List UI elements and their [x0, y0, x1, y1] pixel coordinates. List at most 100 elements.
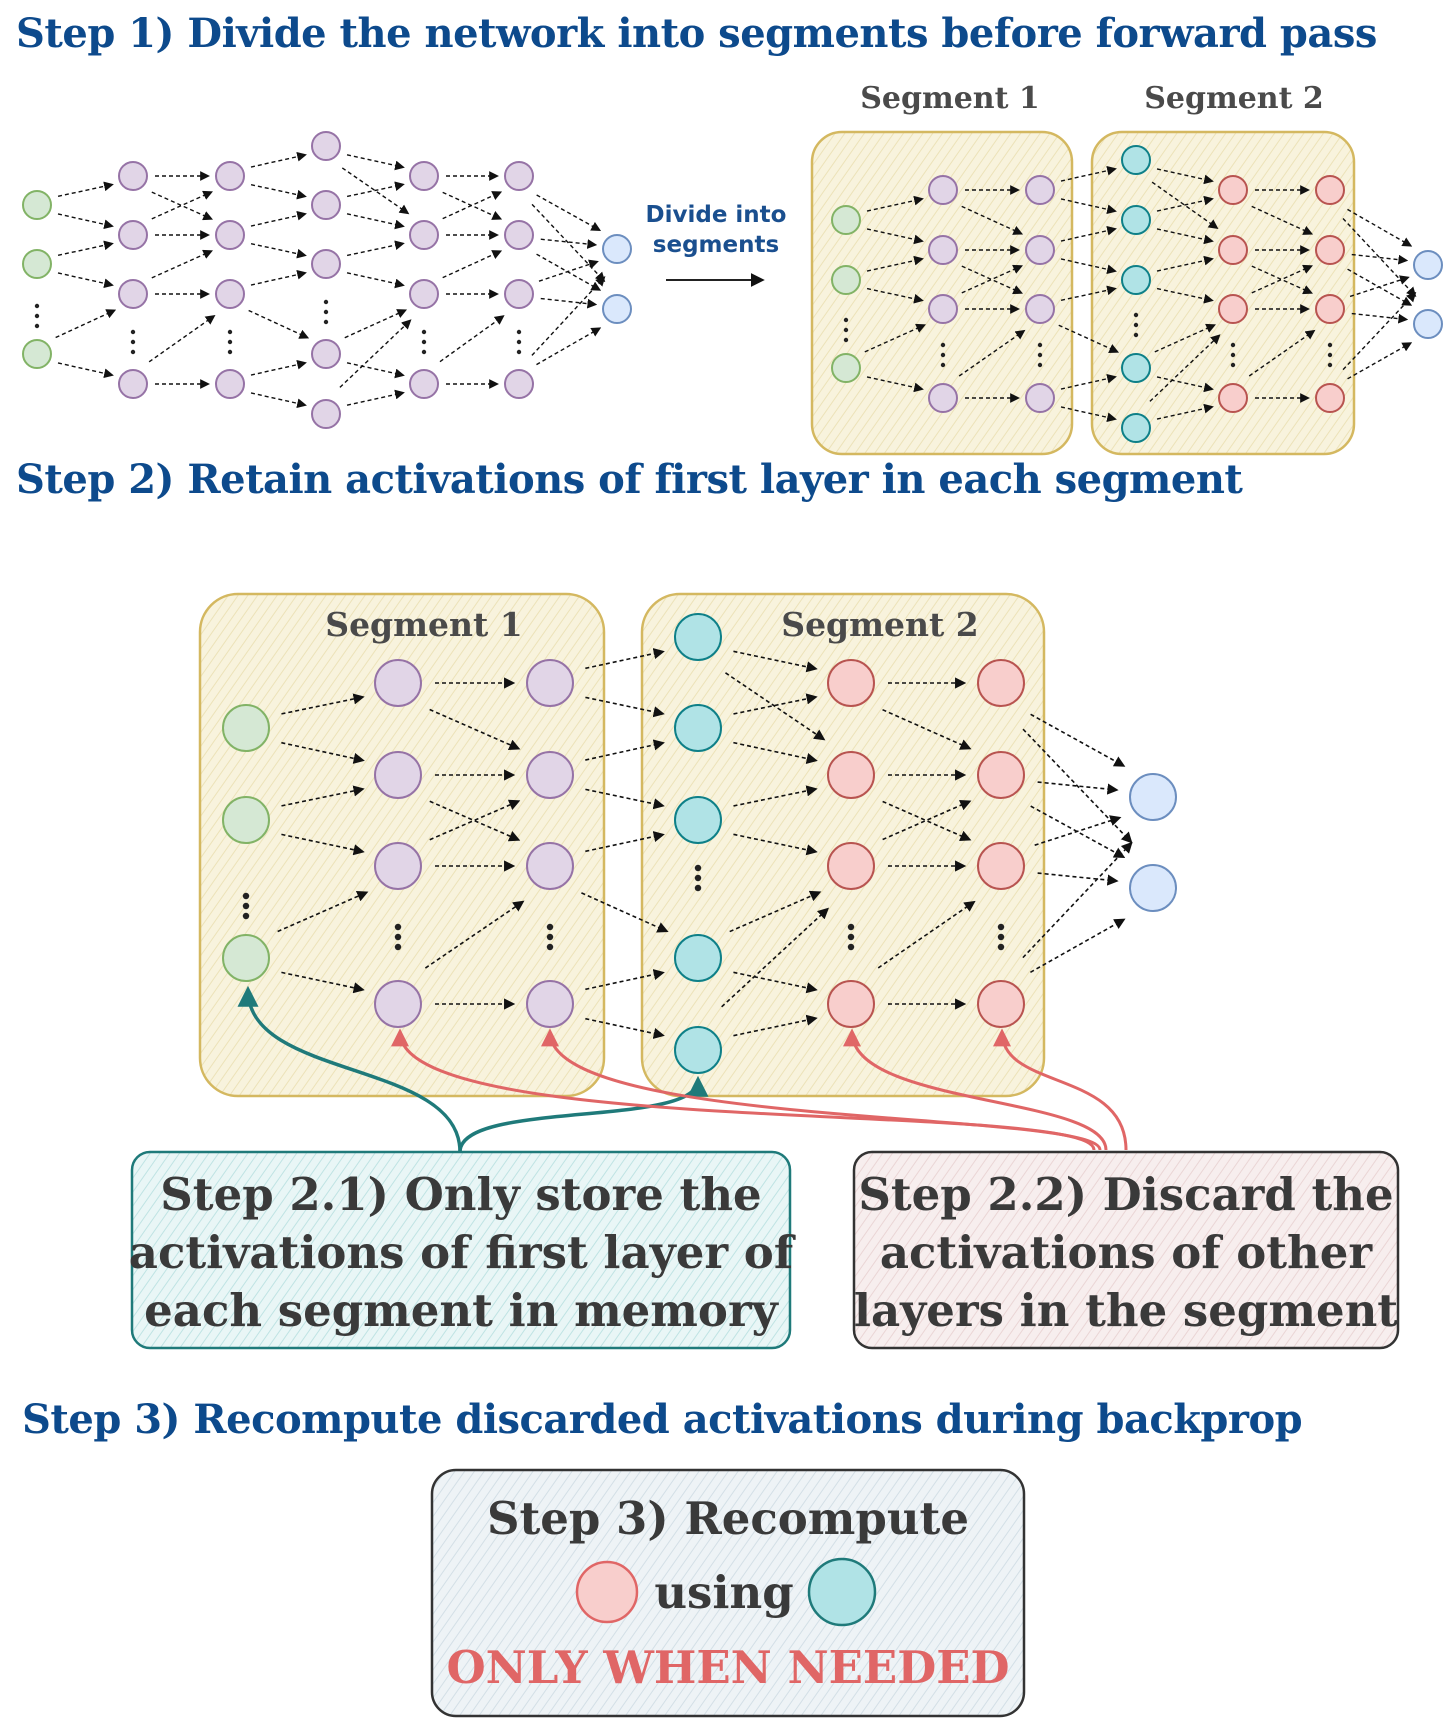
ellipsis-dot — [1327, 352, 1333, 358]
connection-arrow — [585, 696, 665, 718]
store-box-line3: each segment in memory — [144, 1284, 779, 1337]
input-node — [831, 205, 861, 235]
connection-arrow — [57, 272, 114, 289]
checkpoint-node — [1121, 413, 1151, 443]
ellipsis-dot — [421, 329, 427, 335]
connection-arrow — [536, 327, 602, 366]
hidden-node — [526, 751, 574, 799]
ellipsis-dot — [1133, 332, 1139, 338]
connection-arrow — [958, 329, 1026, 377]
hidden-node — [409, 220, 439, 250]
connection-arrow — [733, 741, 818, 764]
ellipsis-dot — [242, 892, 250, 900]
connection-arrow — [248, 309, 310, 339]
connection-arrow — [1060, 198, 1117, 215]
output-node — [1413, 250, 1443, 280]
connection-arrow — [729, 890, 822, 933]
ellipsis-dot — [1327, 342, 1333, 348]
input-node — [831, 353, 861, 383]
discarded-node — [1218, 235, 1248, 265]
input-node — [22, 190, 52, 220]
hidden-node — [374, 980, 422, 1028]
discard-arrows — [391, 1028, 1128, 1151]
discard-box-line1: Step 2.2) Discard the — [858, 1168, 1393, 1221]
ellipsis-dot — [1037, 362, 1043, 368]
ellipsis-dot — [227, 339, 233, 345]
step1-segment2-label: Segment 2 — [1144, 81, 1324, 116]
connection-arrow — [1251, 265, 1313, 295]
ellipsis-dot — [323, 309, 329, 315]
connection-arrow — [250, 151, 307, 168]
connection-arrow — [1251, 205, 1314, 235]
discard-box-line2: activations of other — [880, 1226, 1374, 1279]
connection-arrow — [581, 892, 669, 933]
connection-arrow — [882, 800, 972, 842]
step2-title: Step 2) Retain activations of first laye… — [16, 456, 1243, 503]
hidden-node — [1025, 175, 1055, 205]
connection-arrow — [250, 183, 307, 200]
ellipsis-dot — [516, 339, 522, 345]
discarded-node — [1218, 175, 1248, 205]
ellipsis-dot — [34, 313, 40, 319]
ellipsis-dot — [997, 923, 1005, 931]
connection-arrow — [540, 297, 598, 309]
discarded-node — [1315, 235, 1345, 265]
input-node — [222, 796, 270, 844]
hidden-node — [928, 235, 958, 265]
connection-arrow — [429, 799, 521, 841]
ellipsis-dot — [394, 933, 402, 941]
ellipsis-dot — [34, 323, 40, 329]
hidden-node — [504, 369, 534, 399]
checkpoint-node — [1121, 205, 1151, 235]
checkpoint-node — [1121, 265, 1151, 295]
ellipsis-dot — [323, 319, 329, 325]
step1-segment1-box — [810, 130, 1074, 456]
input-node — [831, 265, 861, 295]
ellipsis-dot — [130, 329, 136, 335]
connection-arrow — [57, 213, 114, 230]
connection-arrow — [1037, 872, 1119, 886]
connection-arrow — [1248, 329, 1316, 377]
connection-arrow — [1342, 291, 1417, 371]
step1-segment1-label: Segment 1 — [860, 81, 1040, 116]
divide-label-line1: Divide into — [646, 202, 787, 228]
ellipsis-dot — [1230, 362, 1236, 368]
hidden-node — [215, 220, 245, 250]
ellipsis-dot — [940, 352, 946, 358]
discarded-node — [1218, 383, 1248, 413]
recompute-box-emphasis: ONLY WHEN NEEDED — [446, 1641, 1009, 1694]
checkpoint-node — [674, 1026, 722, 1074]
connection-arrow — [1060, 165, 1117, 182]
ellipsis-dot — [940, 342, 946, 348]
connection-arrow — [721, 907, 829, 1008]
connection-arrow — [250, 269, 307, 286]
connection-arrow — [961, 264, 1023, 294]
checkpoint-node — [1121, 353, 1151, 383]
ellipsis-dot — [1230, 352, 1236, 358]
checkpoint-node — [674, 934, 722, 982]
ellipsis-dot — [242, 912, 250, 920]
ellipsis-dot — [516, 349, 522, 355]
hidden-node — [409, 369, 439, 399]
connection-arrow — [585, 831, 665, 853]
hidden-node — [526, 659, 574, 707]
ellipsis-dot — [421, 349, 427, 355]
connection-arrow — [961, 205, 1024, 235]
connection-arrow — [151, 191, 213, 221]
ellipsis-dot — [1133, 312, 1139, 318]
connection-arrow — [1058, 324, 1120, 353]
connection-arrow — [1037, 781, 1119, 795]
connection-arrow — [346, 154, 405, 171]
hidden-node — [118, 220, 148, 250]
ellipsis-dot — [1133, 322, 1139, 328]
ellipsis-dot — [421, 339, 427, 345]
connection-arrow — [1349, 275, 1410, 298]
ellipsis-dot — [546, 943, 554, 951]
discarded-node — [977, 980, 1025, 1028]
discarded-node — [1218, 294, 1248, 324]
connection-arrow — [725, 672, 826, 741]
connection-arrow — [540, 238, 598, 249]
ellipsis-dot — [323, 299, 329, 305]
connection-arrow — [1060, 406, 1117, 423]
